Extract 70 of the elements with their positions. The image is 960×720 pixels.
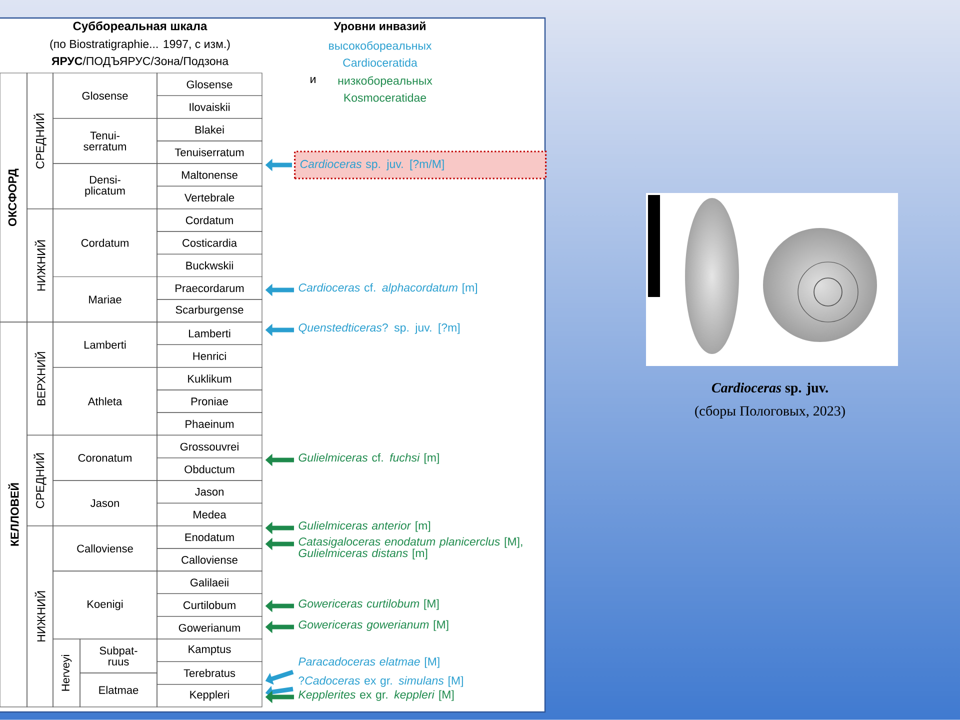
zone-cell: Coronatum xyxy=(52,434,158,481)
subzone-cell: Blakei xyxy=(156,118,262,142)
taxon-label: Gowericeras gowerianum [M] xyxy=(298,620,448,631)
subzone-cell: Praecordarum xyxy=(156,276,262,300)
zone-cell: Elatmae xyxy=(80,672,158,708)
zone-cell: Mariae xyxy=(52,276,158,322)
subzone-cell: Scarburgense xyxy=(156,299,262,322)
subzone-cell: Lamberti xyxy=(156,322,262,345)
subzone-cell: Glosense xyxy=(156,72,262,96)
zone-cell: Koenigi xyxy=(52,570,158,640)
subzone-cell: Curtilobum xyxy=(156,593,262,617)
taxon-label: Cardioceras cf. alphacordatum [m] xyxy=(298,283,477,294)
substage-cell: НИЖНИЙ xyxy=(26,208,54,322)
subzone-cell: Maltonense xyxy=(156,163,262,186)
substage-cell: СРЕДНИЙ xyxy=(26,434,54,526)
stage-cell: КЕЛЛОВЕЙ xyxy=(0,322,28,708)
photo-caption: (сборы Пологовых, 2023) xyxy=(695,406,845,418)
zone-cell: Athleta xyxy=(52,367,158,436)
taxon-label: Quenstedticeras? sp. juv. [?m] xyxy=(298,323,460,334)
zone-cell: Jason xyxy=(52,480,158,526)
taxon-label: Gulielmiceras anterior [m] xyxy=(298,521,430,532)
ammonite-photo-drawing xyxy=(646,193,898,366)
zone-cell: Tenui-serratum xyxy=(52,118,158,164)
zone-cell: Cordatum xyxy=(52,208,158,278)
zone-cell: Herveyi xyxy=(52,638,80,708)
taxon-label: ?Cadoceras ex gr. simulans [M] xyxy=(298,676,463,687)
legend-text: высокобореальных Cardioceratida xyxy=(329,41,432,67)
subzone-cell: Medea xyxy=(156,502,262,526)
taxon-label: Kepplerites ex gr. keppleri [M] xyxy=(298,690,454,701)
stage-cell: ОКСФОРД xyxy=(0,72,28,322)
subzone-cell: Vertebrale xyxy=(156,186,262,210)
photo-caption: Cardioceras sp. juv. xyxy=(712,382,828,396)
column-heading: ЯРУС/ПОДЪЯРУС/Зона/Подзона xyxy=(52,56,229,68)
heading: Суббореальная шкала xyxy=(73,21,208,33)
taxon-label: Paracadoceras elatmae [M] xyxy=(298,657,440,668)
taxon-label: Gulielmiceras cf. fuchsi [m] xyxy=(298,453,439,464)
subzone-cell: Proniae xyxy=(156,390,262,413)
highlight-box: Cardioceras sp. juv. [?m/M] xyxy=(294,150,547,180)
legend-text: низкобореальных Kosmoceratidae xyxy=(338,76,432,102)
zone-cell: Lamberti xyxy=(52,322,158,368)
subzone-cell: Grossouvrei xyxy=(156,434,262,458)
substage-cell: СРЕДНИЙ xyxy=(26,72,54,210)
subzone-cell: Tenuiserratum xyxy=(156,140,262,164)
subzone-cell: Enodatum xyxy=(156,526,262,549)
subzone-cell: Ilovaiskii xyxy=(156,95,262,119)
subzone-cell: Costicardia xyxy=(156,231,262,254)
subzone-cell: Calloviense xyxy=(156,548,262,572)
substage-cell: НИЖНИЙ xyxy=(26,526,54,708)
subzone-cell: Kamptus xyxy=(156,638,262,662)
legend-text: и xyxy=(310,76,316,84)
subzone-cell: Obductum xyxy=(156,458,262,481)
zone-cell: Subpat-ruus xyxy=(80,638,158,674)
taxon-label: Gowericeras curtilobum [M] xyxy=(298,599,439,610)
subzone-cell: Jason xyxy=(156,480,262,504)
substage-cell: ВЕРХНИЙ xyxy=(26,322,54,436)
subzone-cell: Phaeinum xyxy=(156,412,262,436)
subzone-cell: Keppleri xyxy=(156,684,262,708)
heading: Уровни инвазий xyxy=(334,22,426,32)
subzone-cell: Gowerianum xyxy=(156,616,262,640)
zone-cell: Glosense xyxy=(52,72,158,119)
subzone-cell: Galilaeii xyxy=(156,570,262,594)
subzone-cell: Henrici xyxy=(156,344,262,368)
taxon-label: Catasigaloceras enodatum planicerclus [M], Gulielmiceras distans [m] xyxy=(298,537,522,560)
subzone-cell: Terebratus xyxy=(156,661,262,685)
subzone-cell: Cordatum xyxy=(156,208,262,232)
subzone-cell: Buckwskii xyxy=(156,254,262,278)
zone-cell: Calloviense xyxy=(52,526,158,572)
subheading: (по Biostratigraphie... 1997, с изм.) xyxy=(50,40,230,50)
subzone-cell: Kuklikum xyxy=(156,367,262,390)
zone-cell: Densi-plicatum xyxy=(52,163,158,210)
